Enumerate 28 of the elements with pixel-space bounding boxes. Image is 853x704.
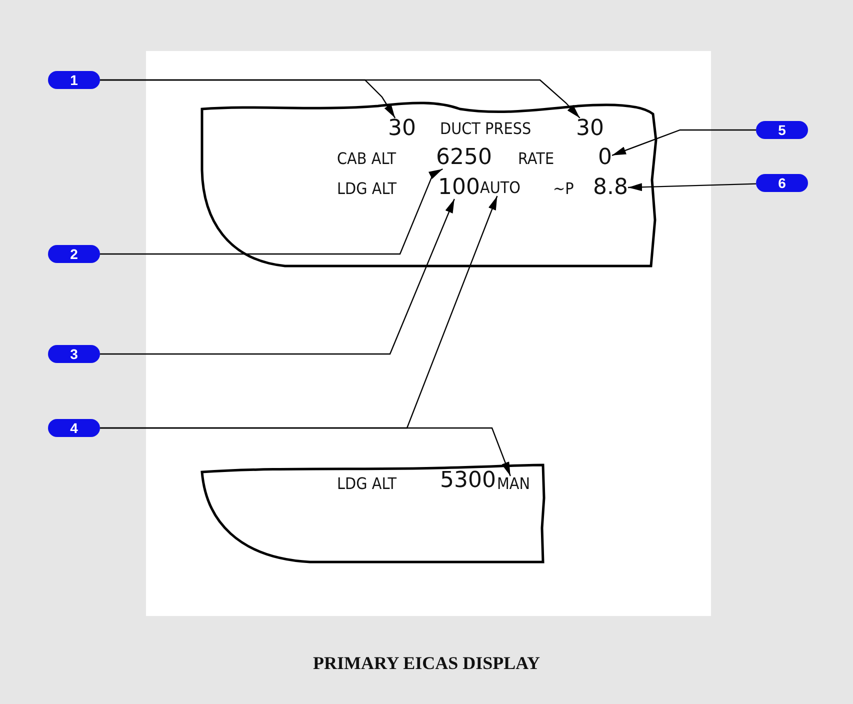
display-value: 8.8 [593, 177, 628, 199]
display-label: MAN [497, 476, 530, 492]
display-label: DUCT PRESS [440, 121, 532, 137]
display-label: LDG ALT [337, 181, 397, 197]
callout-number: 2 [48, 245, 100, 263]
callout-number: 4 [48, 419, 100, 437]
display-value: 6250 [436, 147, 492, 169]
leader-line [628, 183, 756, 192]
callout-number: 1 [48, 71, 100, 89]
display-label: ~P [553, 181, 574, 197]
callout-number: 5 [756, 121, 808, 139]
callout-number: 3 [48, 345, 100, 363]
caption: PRIMARY EICAS DISPLAY [312, 653, 542, 674]
display-value: 0 [598, 147, 612, 169]
display-value: 30 [576, 118, 604, 140]
display-label: CAB ALT [337, 151, 396, 167]
leader-line [612, 129, 756, 156]
display-value: 100 [438, 177, 480, 199]
display-label: AUTO [480, 180, 521, 196]
callout-number: 6 [756, 174, 808, 192]
leader-line [100, 168, 443, 255]
display-label: RATE [518, 151, 554, 167]
leader-line [100, 79, 580, 118]
display-value: 30 [388, 118, 416, 140]
display-label: 5300 [440, 470, 496, 492]
display-label: LDG ALT [337, 476, 397, 492]
leader-line [100, 198, 455, 355]
leader-line [100, 427, 511, 476]
